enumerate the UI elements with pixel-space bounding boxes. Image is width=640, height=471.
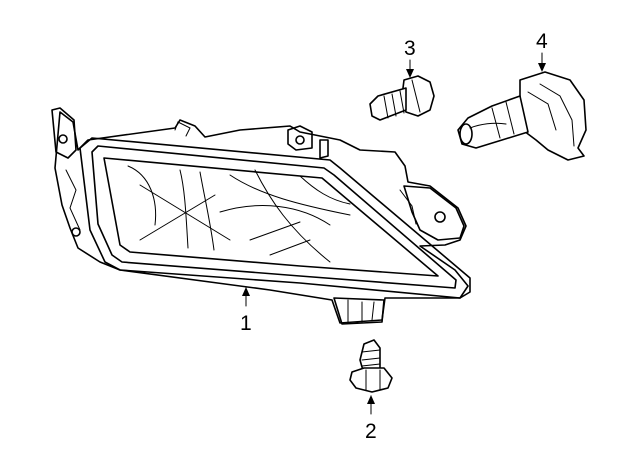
screw-thread (383, 90, 405, 119)
bulb-filament (469, 122, 507, 129)
callout-3: 3 (404, 37, 416, 78)
mount-hole (434, 211, 446, 223)
lens-hatch (139, 194, 216, 241)
mount-hole (295, 135, 305, 145)
left-mounting-tab (51, 107, 77, 159)
callout-arrowhead (406, 69, 414, 78)
callout-1: 1 (240, 287, 252, 335)
callout-arrowhead (367, 395, 375, 404)
housing-edge-detail (65, 169, 81, 231)
top-clip (319, 139, 329, 159)
callout-number: 4 (536, 30, 548, 53)
callout-arrowhead (538, 63, 546, 72)
bottom-mounting-tab (333, 297, 385, 325)
reflector-curve (229, 174, 351, 216)
housing-edge-detail (399, 189, 417, 225)
mount-hole (58, 134, 68, 144)
bulb-part-4 (457, 71, 587, 161)
reflector-curve (127, 165, 157, 226)
bulb-socket (519, 71, 587, 161)
fog-lamp-assembly (51, 107, 471, 325)
screw-part-3 (369, 75, 435, 121)
tab-ribs (347, 299, 375, 323)
lens-glass (103, 157, 439, 277)
clip-head-edge (365, 369, 381, 391)
bulb-band (491, 101, 515, 139)
bulb-glass (457, 95, 529, 149)
lamp-housing-outline (54, 111, 469, 324)
socket-edge (527, 91, 557, 131)
lens-bezel-outer (79, 137, 471, 299)
clip-ribs (361, 349, 381, 367)
callout-arrowhead (242, 287, 250, 296)
top-clip (174, 121, 191, 137)
lens-bezel-inner (91, 145, 457, 289)
callout-number: 2 (365, 420, 377, 443)
callout-2: 2 (365, 395, 377, 443)
reflector-curve (219, 205, 331, 226)
callout-number: 3 (404, 37, 416, 60)
mount-hole (71, 227, 81, 237)
bulb-tip (459, 123, 473, 145)
lens-hatch (269, 239, 311, 256)
top-bracket (287, 125, 313, 151)
clip-part-2 (349, 339, 393, 393)
screw-shank (369, 87, 407, 121)
callout-number: 1 (240, 312, 252, 335)
callout-4: 4 (536, 30, 548, 72)
reflector-curve (299, 175, 351, 205)
socket-edge (539, 83, 575, 147)
clip-head (349, 367, 393, 393)
screw-head-edge (411, 79, 421, 113)
reflector-curve (254, 169, 331, 263)
reflector-curve (199, 171, 215, 251)
reflector-curve (179, 169, 189, 249)
lens-hatch (249, 221, 301, 241)
